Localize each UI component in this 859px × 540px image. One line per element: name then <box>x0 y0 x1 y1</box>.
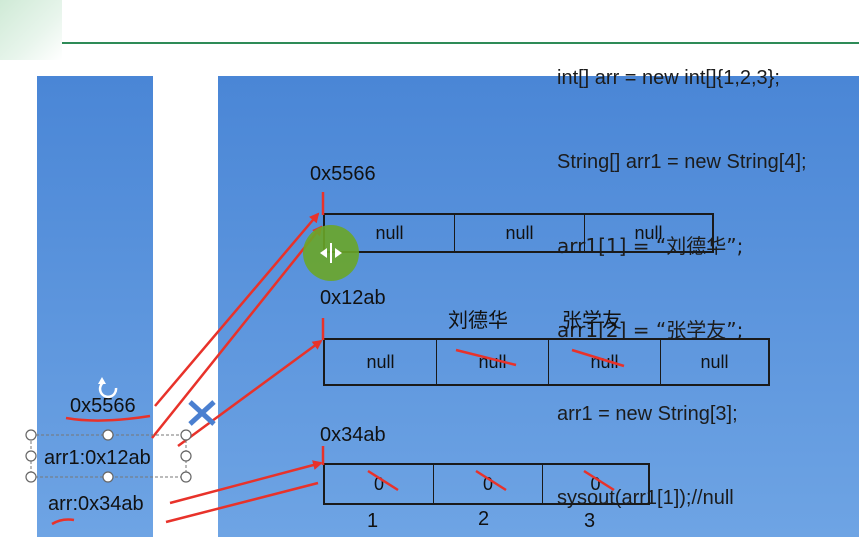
resize-handle[interactable] <box>25 471 37 483</box>
stack-memory-panel <box>37 76 153 537</box>
code-block: int[] arr = new int[]{1,2,3}; String[] a… <box>557 8 807 540</box>
cursor-highlight-icon <box>303 225 359 281</box>
strikethrough-mark <box>455 348 517 367</box>
assigned-value-label: 张学友 <box>562 308 622 332</box>
strikethrough-mark <box>571 348 625 368</box>
heap-memory-panel <box>218 76 859 537</box>
underline-scribble <box>65 414 151 422</box>
array-cell: null <box>455 215 585 251</box>
reference-arrow <box>154 212 320 407</box>
slide-logo-icon <box>0 0 62 60</box>
code-line: arr1 = new String[3]; <box>557 403 738 425</box>
array-cell: null <box>700 351 729 372</box>
array-cell: null <box>549 340 661 384</box>
resize-handle[interactable] <box>25 450 37 462</box>
resize-handle[interactable] <box>180 450 192 462</box>
strikethrough-mark <box>367 469 399 492</box>
stack-stale-reference: 0x5566 <box>70 395 136 417</box>
selection-frame[interactable] <box>30 434 187 478</box>
assigned-value-label: 刘德华 <box>448 308 508 332</box>
array-cell: null <box>325 215 455 251</box>
array-address-label: 0x12ab <box>320 287 386 309</box>
strikethrough-mark <box>583 469 615 492</box>
assigned-value-label: 3 <box>584 510 596 532</box>
reference-arrow <box>151 225 323 439</box>
array-cell: 0 <box>325 465 434 503</box>
code-line: int[] arr = new int[]{1,2,3}; <box>557 67 780 89</box>
resize-handle[interactable] <box>102 429 114 441</box>
array-cell: null <box>634 222 663 243</box>
array-cell: null <box>325 340 437 384</box>
reference-arrow <box>165 481 319 524</box>
strikethrough-mark <box>475 469 507 492</box>
assigned-value-label: 1 <box>367 510 379 532</box>
assigned-value-label: 2 <box>478 508 490 530</box>
top-divider-line <box>30 42 859 44</box>
heap-array-12ab: null null null null <box>323 338 770 386</box>
resize-handle[interactable] <box>25 429 37 441</box>
resize-handle[interactable] <box>102 471 114 483</box>
array-address-label: 0x5566 <box>310 163 376 185</box>
heap-array-34ab: 0 0 0 <box>323 463 650 505</box>
heap-array-5566: null null null <box>323 213 714 253</box>
top-bar <box>0 0 859 70</box>
array-cell: 0 <box>590 473 601 494</box>
array-cell: 0 <box>434 465 543 503</box>
rotate-handle-icon[interactable] <box>98 377 118 399</box>
resize-handle[interactable] <box>180 429 192 441</box>
reference-arrow <box>169 460 323 505</box>
array-address-label: 0x34ab <box>320 424 386 446</box>
stack-arr-reference: arr:0x34ab <box>48 493 144 515</box>
reference-arrow <box>177 339 323 448</box>
resize-handle[interactable] <box>180 471 192 483</box>
stack-arr1-reference[interactable]: arr1:0x12ab <box>44 447 151 469</box>
code-line: String[] arr1 = new String[4]; <box>557 151 807 173</box>
close-x-icon <box>188 400 216 426</box>
underline-scribble <box>51 518 75 526</box>
